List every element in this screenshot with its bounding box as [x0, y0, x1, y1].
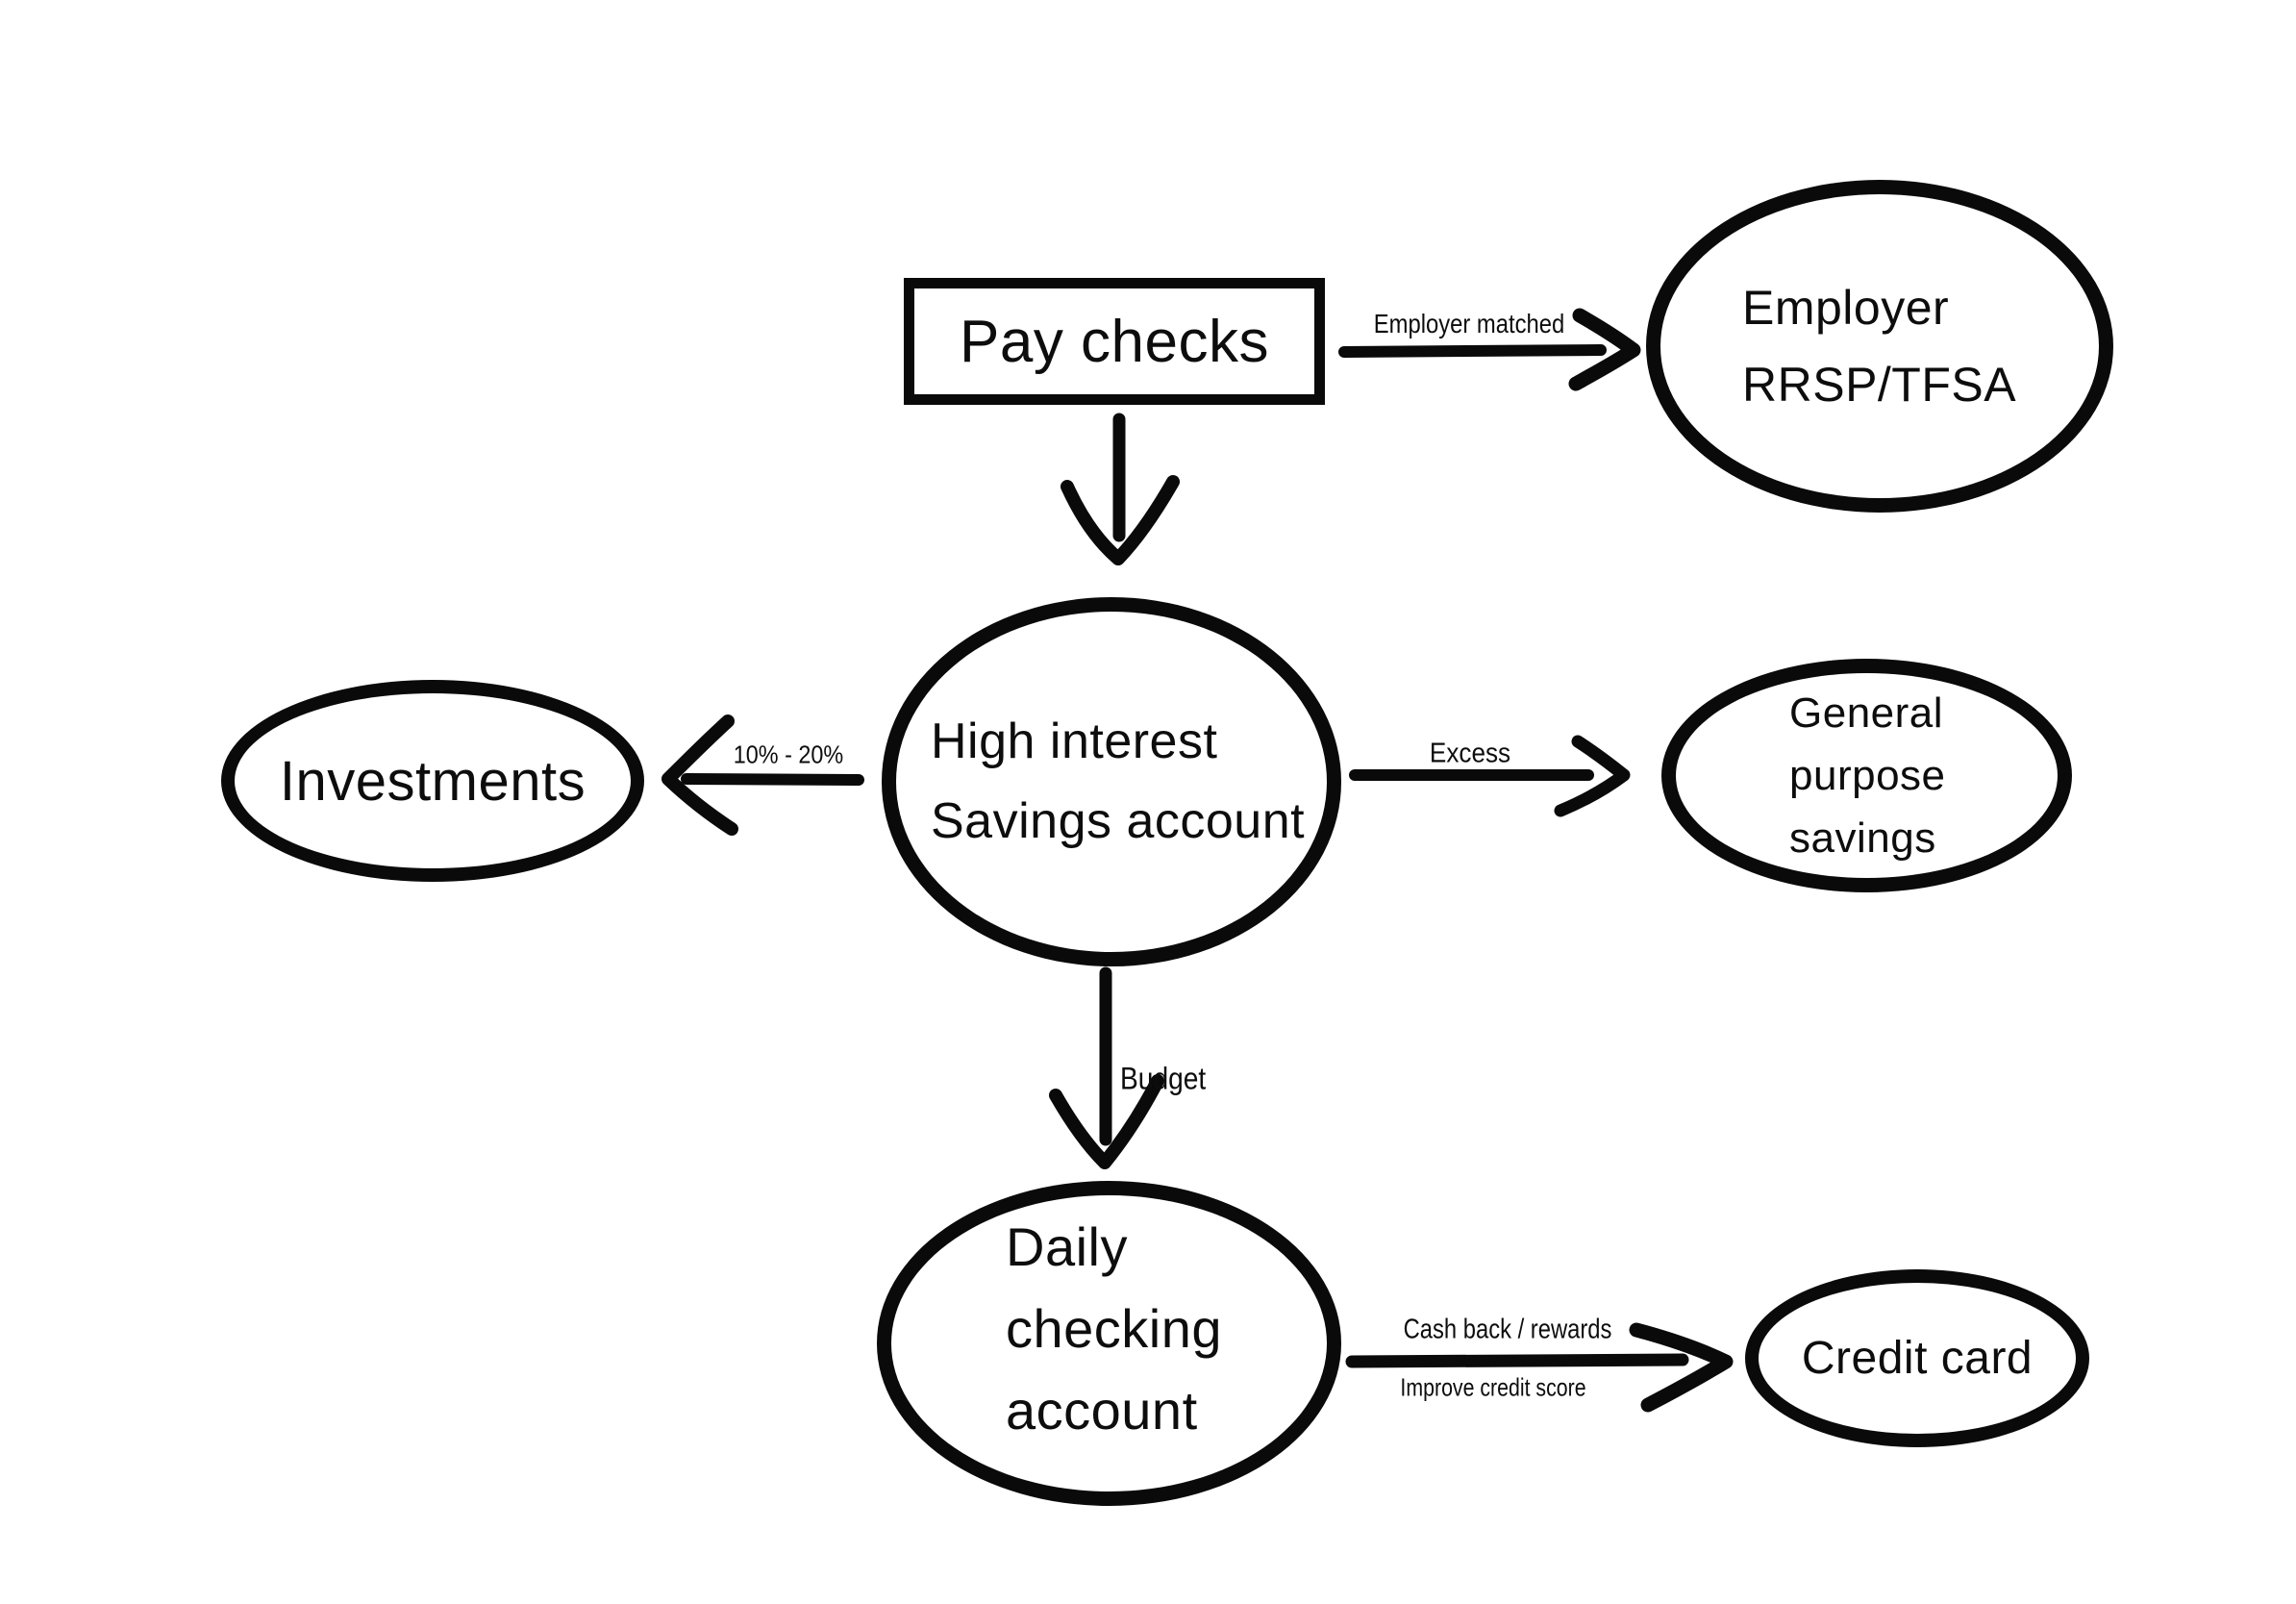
node-daily-checking-account-text: Daily checking account [1006, 1206, 1222, 1451]
edge-label-cash-back-rewards: Cash back / rewards [1403, 1314, 1612, 1345]
node-investments-label: Investments [279, 749, 586, 813]
node-general-purpose-savings-line3: savings [1789, 815, 1936, 862]
node-high-interest-savings: High interest Savings account [882, 597, 1341, 966]
node-general-purpose-savings-line1: General [1789, 689, 1944, 737]
arrow-paychecks-to-savings [1061, 413, 1180, 565]
node-general-purpose-savings-line2: purpose [1789, 752, 1946, 799]
arrow-savings-to-investments [661, 714, 864, 836]
arrow-savings-to-checking [1049, 966, 1164, 1169]
node-general-purpose-savings: General purpose savings [1661, 659, 2072, 892]
node-employer-rrsp-tfsa-line2: RRSP/TFSA [1742, 358, 2017, 412]
edge-label-10-20-percent: 10% - 20% [733, 739, 844, 769]
edge-label-budget: Budget [1120, 1061, 1207, 1096]
node-pay-checks-label: Pay checks [959, 308, 1270, 375]
node-credit-card-label: Credit card [1801, 1333, 2034, 1384]
edge-label-improve-credit-score: Improve credit score [1400, 1372, 1586, 1402]
node-high-interest-savings-line2: Savings account [931, 793, 1306, 849]
node-daily-checking-account-line3: account [1006, 1379, 1198, 1441]
node-daily-checking-account-line1: Daily [1006, 1216, 1128, 1277]
node-employer-rrsp-tfsa-line1: Employer [1742, 281, 1950, 335]
arrow-paychecks-to-rrsp [1338, 308, 1641, 391]
arrow-checking-to-credit-card [1345, 1322, 1734, 1413]
edge-label-excess: Excess [1429, 738, 1511, 769]
node-daily-checking-account: Daily checking account [877, 1181, 1341, 1506]
node-investments: Investments [221, 680, 644, 882]
arrow-savings-to-general-savings [1349, 735, 1631, 817]
node-daily-checking-account-line2: checking [1006, 1297, 1223, 1359]
node-employer-rrsp-tfsa: Employer RRSP/TFSA [1646, 180, 2113, 513]
node-high-interest-savings-line1: High interest [931, 714, 1218, 769]
node-credit-card: Credit card [1745, 1269, 2089, 1447]
edge-label-employer-matched: Employer matched [1373, 309, 1565, 338]
node-pay-checks: Pay checks [904, 278, 1325, 405]
